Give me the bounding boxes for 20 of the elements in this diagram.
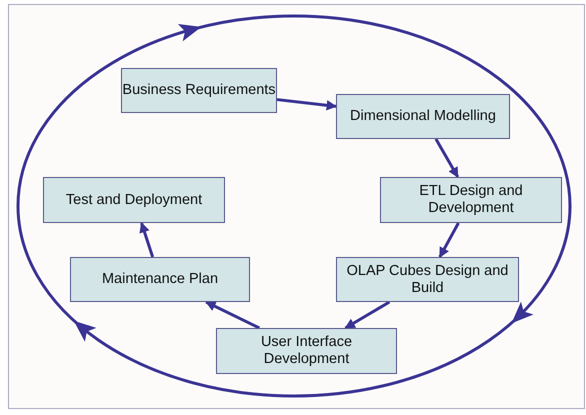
step-label: User Interface Development bbox=[260, 334, 354, 368]
process-box bbox=[336, 257, 519, 302]
process-box bbox=[336, 94, 510, 139]
process-box bbox=[216, 328, 397, 374]
process-box bbox=[121, 68, 277, 113]
process-box bbox=[43, 177, 225, 223]
arrow bbox=[344, 300, 390, 330]
step-label: OLAP Cubes Design and Build bbox=[346, 262, 510, 296]
step-label: Dimensional Modelling bbox=[350, 108, 496, 125]
arrow bbox=[139, 222, 154, 258]
arrow bbox=[276, 98, 338, 111]
step-label: Business Requirements bbox=[122, 82, 276, 99]
step-label: ETL Design and Development bbox=[418, 183, 524, 217]
arrow bbox=[438, 222, 460, 258]
step-label: Maintenance Plan bbox=[102, 271, 218, 288]
step-label: Test and Deployment bbox=[66, 192, 202, 208]
process-box bbox=[380, 177, 562, 223]
arrow bbox=[205, 300, 260, 330]
arrow bbox=[434, 138, 460, 178]
process-box bbox=[70, 257, 250, 302]
